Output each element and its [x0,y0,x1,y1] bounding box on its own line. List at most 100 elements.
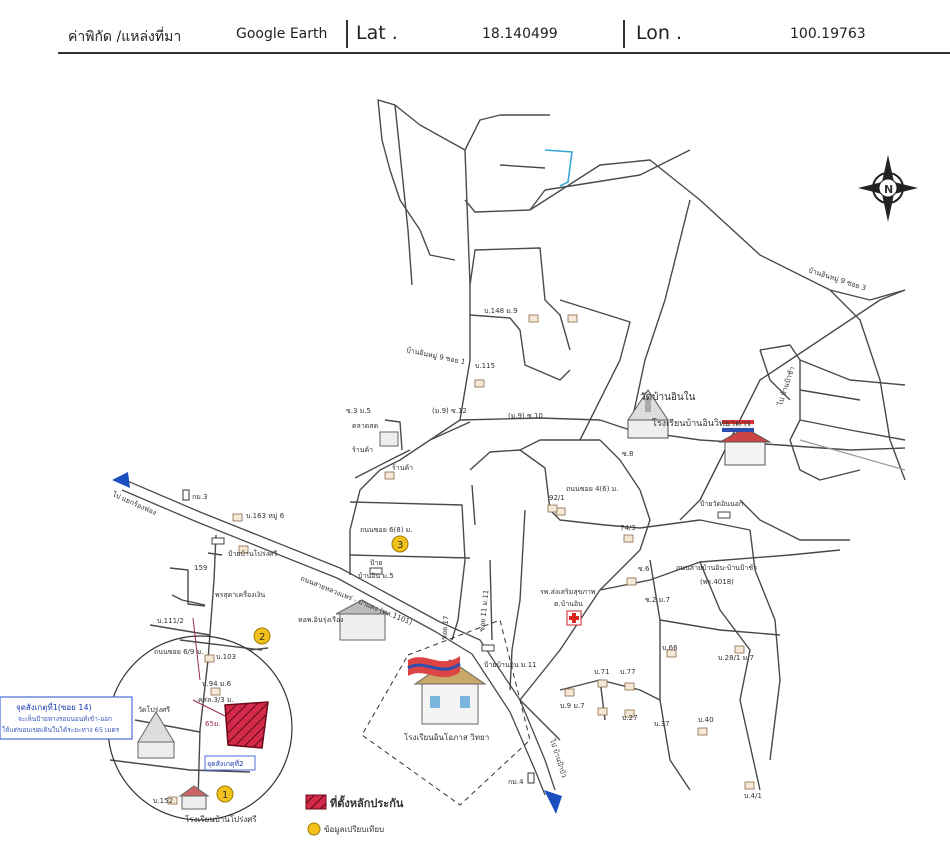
house-icons [167,314,755,805]
label-to-ban-bua: ไป บ้านป้าบัว [548,737,569,779]
label-kho3-m5: ซ.3 ม.5 [346,407,371,415]
label-soi-in-1: บ้านอินหมู่ 9 ซอย 1 [406,346,466,366]
label-soi-6-9: ถนนซอย 6/9 ม. [154,648,203,656]
distance-line [192,699,226,717]
svg-text:ให้แต่ขอบเขตเดินในได้ระยะทาง 6: ให้แต่ขอบเขตเดินในได้ระยะทาง 65 เมตร [2,726,120,734]
coordinate-source-label: ค่าพิกัด /แหล่งที่มา [68,29,182,45]
label-distance-65: 65ม. [205,720,221,728]
label-house-111: บ.111/2 [157,617,184,625]
label-house-40: บ.40 [698,716,714,724]
sign-posts [211,511,731,652]
north-compass: N [858,155,918,222]
label-house-4-1: บ.4/1 [744,792,762,800]
longitude-label: Lon . [636,22,682,44]
hospital-cross-icon [566,610,582,626]
label-km3: กม.3 [192,493,208,501]
label-ban-in-m5-b: บ้านอิน ม.5 [358,572,394,580]
legend-collateral: ที่ตั้งหลักประกัน [330,795,404,810]
svg-text:2: 2 [259,632,265,643]
label-pawn-shop: พรสุดาเครื่องเงิน [215,590,265,599]
label-house-159: 159 [194,564,207,572]
label-s8: ซ.8 [622,450,633,458]
label-house-77: บ.77 [620,668,636,676]
dorm-icon [335,599,389,641]
label-dorm: หอพ.อินรุ่งเรือง [298,616,344,624]
label-house-71: บ.71 [594,668,610,676]
km-post [527,772,535,784]
label-hospital-a: รพ.ส่งเสริมสุขภาพ [540,588,596,596]
label-school-in: โรงเรียนอินโอภาส วิทยา [404,732,489,742]
collateral-plot [224,701,269,749]
label-ban-in-m11: ป้ายบ้านอิน ม.11 [484,661,537,669]
coordinate-header: ค่าพิกัด /แหล่งที่มา Google Earth Lat . … [0,0,950,54]
arrow-to-ban-bua [544,790,562,814]
label-house-115: บ.115 [475,362,495,370]
landmark-callout: จุดสังเกตุที่1(ซอย 14) จะเห็นป้ายทางรอบน… [0,696,133,740]
label-house-9-m7: บ.9 ม.7 [560,702,585,710]
label-house-27: บ.27 [622,714,638,722]
label-soi-6-8: ถนนซอย 6(8) ม. [360,526,413,534]
label-m9-10: (ม.9) ซ.10 [508,412,543,420]
label-km4: กม.4 [508,778,524,786]
label-92-1: 92/1 [549,494,565,502]
label-house-28-1: บ.28/1 ม.7 [718,654,754,662]
label-ban-popri: ป้ายบ้านโปร่งศรี [228,549,277,558]
market-icon [379,431,399,447]
latitude-value: 18.140499 [482,26,558,42]
label-to-pa-cha: ไป บ้านป้าช้า [775,365,796,407]
label-s2-m7: ซ.2 ม.7 [645,596,670,604]
temple-icon [627,389,669,439]
label-hospital-b: ต.บ้านอิน [554,600,583,608]
label-shop-1: ร้านค้า [352,446,373,454]
label-ban-wat-in-nok: ป้ายวัดอินนอก [700,500,743,508]
label-school-in-wit: โรงเรียนบ้านอินวิทยาคาร [652,418,751,429]
location-map: N [0,99,918,836]
label-pr4018: (พร.4018) [700,578,734,586]
header-underline [58,52,950,54]
label-house-37: บ.37 [654,720,670,728]
header-divider [346,20,348,48]
longitude-value: 100.19763 [790,26,866,42]
arrow-to-yaeng [112,472,130,488]
school-zone-boundary [361,619,531,806]
label-soi-11: ซอย 11 ม.11 [478,589,490,632]
school-large-icon [407,656,487,725]
label-shop-2: ร้านค้า [392,464,413,472]
label-to-yaeng: ไป แยกร้องฟอง [110,489,158,517]
label-market: ตลาดสด [352,422,378,430]
source-value: Google Earth [236,26,328,42]
label-s6: ซ.6 [638,565,650,573]
compass-letter: N [884,183,893,196]
label-m9-12: (ม.9) ซ.12 [432,407,467,415]
svg-text:3: 3 [397,540,403,551]
road-network [109,99,906,801]
label-house-152: บ.152 [153,797,173,805]
label-wat-popri: วัดโปร่งศรี [138,705,170,714]
school-flag-icon [718,420,772,466]
label-house-94: บ.94 ม.6 [202,680,232,688]
minor-road [799,439,906,471]
svg-text:จะเห็นป้ายทางรอบนอนท์เข้า-ออก: จะเห็นป้ายทางรอบนอนท์เข้า-ออก [18,714,112,723]
label-house-148: บ.148 ม.9 [484,307,518,315]
label-74-3: 74/3 [620,524,636,532]
label-kho-33: คสล.3/3 ม. [198,696,234,704]
label-school-popri: โรงเรียนบ้านโปร่งศรี [185,814,257,824]
label-house-163: บ.163 หมู่ 6 [246,512,285,520]
stream-line [544,149,573,187]
label-soi-4-6: ถนนซอย 4(6) ม. [566,485,619,493]
label-ban-in-s3: บ้านอินหมู่ 9 ซอย 3 [807,266,867,292]
label-house-103: บ.103 [216,653,236,661]
label-landmark-2: จุดสังเกตุที่2 [207,759,244,768]
header-divider [623,20,625,48]
map-legend: ที่ตั้งหลักประกัน ข้อมูลเปรียบเทียบ [305,794,404,836]
landmark2-box [204,755,256,771]
label-road-in-pa: ถนนสายบ้านอิน-บ้านป้าช้า [676,564,757,572]
school-popri-icon [178,785,210,810]
comparison-marker-2: 2 [253,627,271,645]
label-wat-in-nai: วัดบ้านอินใน [640,391,696,403]
km-post [182,489,190,501]
temple-popri-icon [137,711,175,759]
legend-comparison: ข้อมูลเปรียบเทียบ [324,825,384,835]
distance-line [192,617,201,681]
comparison-marker-3: 3 [391,535,409,553]
